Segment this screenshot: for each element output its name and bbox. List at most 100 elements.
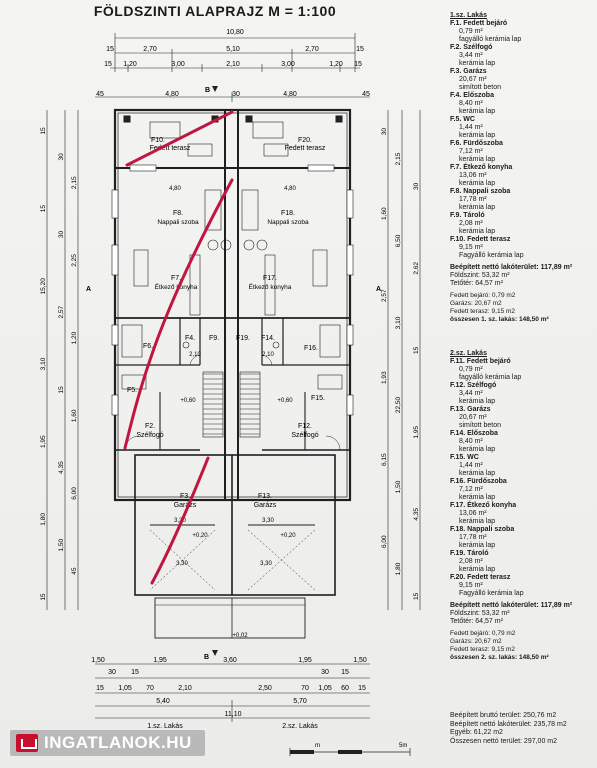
legend-room-title: F.19. Tároló xyxy=(450,550,595,558)
legend-room-code: F.14. xyxy=(450,430,466,437)
legend-room-title: F.1. Fedett bejáró xyxy=(450,20,595,28)
scale-bar: m 5m xyxy=(289,743,411,756)
room-code-f13: F13. xyxy=(258,493,272,500)
legend-1-total-0: Beépített nettó lakóterület: 117,89 m² xyxy=(450,264,573,271)
legend-2-header: 2.sz. Lakás xyxy=(450,350,487,357)
legend-room-title: F.9. Tároló xyxy=(450,212,595,220)
elev-garage-right: +0,20 xyxy=(280,533,296,539)
legend-room-area: 13,06 m² xyxy=(459,510,487,517)
legend-room-name: Nappali szoba xyxy=(463,188,511,195)
legend-room-finish: kerámia lap xyxy=(459,180,496,187)
legend-room-title: F.6. Fürdőszoba xyxy=(450,140,595,148)
legend-room-area: 20,67 m² xyxy=(459,414,487,421)
dim-top-2-1: 2,70 xyxy=(143,46,157,53)
dim-bot-1b-0: 30 xyxy=(108,669,116,676)
legend-room-name: WC xyxy=(467,454,479,461)
dimension-label: 6,00 xyxy=(381,535,388,548)
section-arrow-bottom xyxy=(212,650,218,656)
room-code-f19: F19. xyxy=(236,335,250,342)
room-code-f5: F5. xyxy=(127,387,137,394)
dim-top-3-6: 15 xyxy=(354,61,362,68)
dimension-label: 15 xyxy=(58,386,65,394)
legend-room-code: F.18. xyxy=(450,526,466,533)
legend-room-area: 2,08 m² xyxy=(459,558,483,565)
legend-2-extra-1: Garázs: 20,67 m2 xyxy=(450,638,502,645)
legend-room-title: F.5. WC xyxy=(450,116,595,124)
legend-room-title: F.11. Fedett bejáró xyxy=(450,358,595,366)
dim-top-3-4: 3,00 xyxy=(281,61,295,68)
legend-room-area: 1,44 m² xyxy=(459,462,483,469)
legend-room-finish: kerámia lap xyxy=(459,494,496,501)
dimension-label: 22,50 xyxy=(395,396,402,413)
floor-plan-drawing: 10,80 15 2,70 5,10 2,70 15 15 1,20 3,00 … xyxy=(40,29,421,730)
dim-bot-1b-3: 15 xyxy=(341,669,349,676)
legend-1-extra-2: Fedett terasz: 9,15 m2 xyxy=(450,308,516,315)
logo-text: INGATLANOK.HU xyxy=(44,733,192,752)
legend-room-finish: kerámia lap xyxy=(459,470,496,477)
legend-room-finish: kerámia lap xyxy=(459,566,496,573)
legend-1-header: 1.sz. Lakás xyxy=(450,12,487,19)
dim-top-4-4: 45 xyxy=(362,91,370,98)
dim-garage-right: 3,30 xyxy=(262,518,274,524)
legend-room-title: F.14. Előszoba xyxy=(450,430,595,438)
dim-top-3-5: 1,20 xyxy=(329,61,343,68)
dim-top-4-0: 45 xyxy=(96,91,104,98)
legend-room-name: Szélfogó xyxy=(463,44,493,51)
room-code-f12: F12. xyxy=(298,423,312,430)
legend-room-area: 3,44 m² xyxy=(459,390,483,397)
legend-room-code: F.5. xyxy=(450,116,462,123)
stairs-left xyxy=(203,373,223,435)
legend-room-title: F.2. Szélfogó xyxy=(450,44,595,52)
legend-room-title: F.7. Étkező konyha xyxy=(450,164,595,172)
legend-room-name: Fürdőszoba xyxy=(463,140,503,147)
elev-left: +0,60 xyxy=(180,398,196,404)
unit-label-1: 1.sz. Lakás xyxy=(147,723,183,730)
summary-0: Beépített bruttó terület: 250,76 m2 xyxy=(450,712,557,719)
legend-room-title: F.17. Étkező konyha xyxy=(450,502,595,510)
legend-room-code: F.1. xyxy=(450,20,462,27)
dimension-label: 15 xyxy=(40,593,47,601)
elev-right: +0,60 xyxy=(277,398,293,404)
legend-room-code: F.20. xyxy=(450,574,466,581)
legend-room-title: F.10. Fedett terasz xyxy=(450,236,595,244)
room-code-f10: F10. xyxy=(151,137,165,144)
dimension-label: 1,50 xyxy=(395,480,402,493)
dim-top-3-3: 2,10 xyxy=(226,61,240,68)
legend-room-finish: kerámia lap xyxy=(459,156,496,163)
room-name-f17: Étkező konyha xyxy=(249,282,292,291)
legend-room-title: F.8. Nappali szoba xyxy=(450,188,595,196)
legend-room-title: F.20. Fedett terasz xyxy=(450,574,595,582)
dim-bot-2-2: 70 xyxy=(146,685,154,692)
dim-living-left: 4,80 xyxy=(169,186,181,192)
section-marker-b-top: B xyxy=(205,87,210,94)
legend-room-finish: kerámia lap xyxy=(459,132,496,139)
dim-car-right: 3,30 xyxy=(260,561,272,567)
dimension-label: 1,50 xyxy=(58,539,65,552)
legend-room-title: F.15. WC xyxy=(450,454,595,462)
legend-room-code: F.10. xyxy=(450,236,466,243)
dim-top-2-4: 15 xyxy=(356,46,364,53)
summary-2: Egyéb: 61,22 m2 xyxy=(450,729,503,736)
dimension-label: 2,62 xyxy=(413,262,420,275)
garage-block xyxy=(134,454,336,596)
room-name-f13: Garázs xyxy=(254,502,277,509)
legend-room-area: 2,08 m² xyxy=(459,220,483,227)
legend-room-code: F.12. xyxy=(450,382,466,389)
dimension-label: 2,25 xyxy=(71,254,78,267)
ingatlanok-logo[interactable]: INGATLANOK.HU xyxy=(10,730,205,756)
plan-title: FÖLDSZINTI ALAPRAJZ M = 1:100 xyxy=(93,3,337,19)
legend-2-extra-3: összesen 2. sz. lakás: 148,50 m² xyxy=(450,654,549,661)
summary-1: Beépített nettó lakóterület: 235,78 m2 xyxy=(450,720,567,728)
legend-room-finish: Fagyálló kerámia lap xyxy=(459,252,524,259)
dimension-label: 30 xyxy=(413,182,420,190)
dimension-label: 15 xyxy=(413,346,420,354)
legend-room-area: 17,78 m² xyxy=(459,534,487,541)
dimension-label: 3,10 xyxy=(395,316,402,329)
legend-1-total-2: Tetőtér: 64,57 m² xyxy=(450,280,503,287)
legend-2-extra-2: Fedett terasz: 9,15 m2 xyxy=(450,646,516,653)
room-name-f8: Nappali szoba xyxy=(157,219,199,226)
dim-bot-2-8: 15 xyxy=(358,685,366,692)
room-code-f2: F2. xyxy=(145,423,155,430)
